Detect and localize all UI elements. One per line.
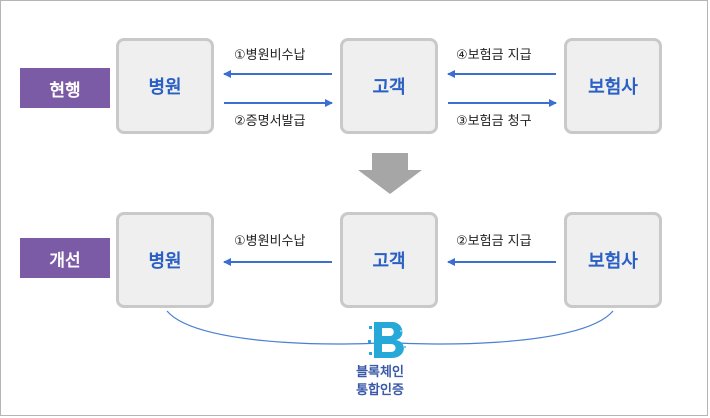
blockchain-label-line1: 블록체인 (356, 365, 404, 380)
hospital-node-improved: 병원 (116, 212, 214, 308)
current-tag: 현행 (20, 68, 110, 108)
blockchain-label-line2: 통합인증 (356, 383, 404, 398)
label-insurance-payment-improved: ②보험금 지급 (456, 234, 532, 249)
improved-tag: 개선 (20, 238, 110, 278)
insurer-node-improved: 보험사 (564, 212, 662, 308)
customer-node-improved: 고객 (340, 212, 438, 308)
label-certificate: ②증명서발급 (234, 114, 306, 129)
label-insurance-payment: ④보험금 지급 (456, 48, 532, 63)
label-non-payment-improved: ①병원비수납 (234, 234, 306, 249)
customer-node: 고객 (340, 38, 438, 134)
transition-arrow (358, 153, 422, 194)
label-insurance-claim: ③보험금 청구 (456, 114, 532, 129)
hospital-node: 병원 (116, 38, 214, 134)
insurer-node: 보험사 (564, 38, 662, 134)
label-non-payment: ①병원비수납 (234, 48, 306, 63)
blockchain-b-icon (368, 322, 406, 358)
